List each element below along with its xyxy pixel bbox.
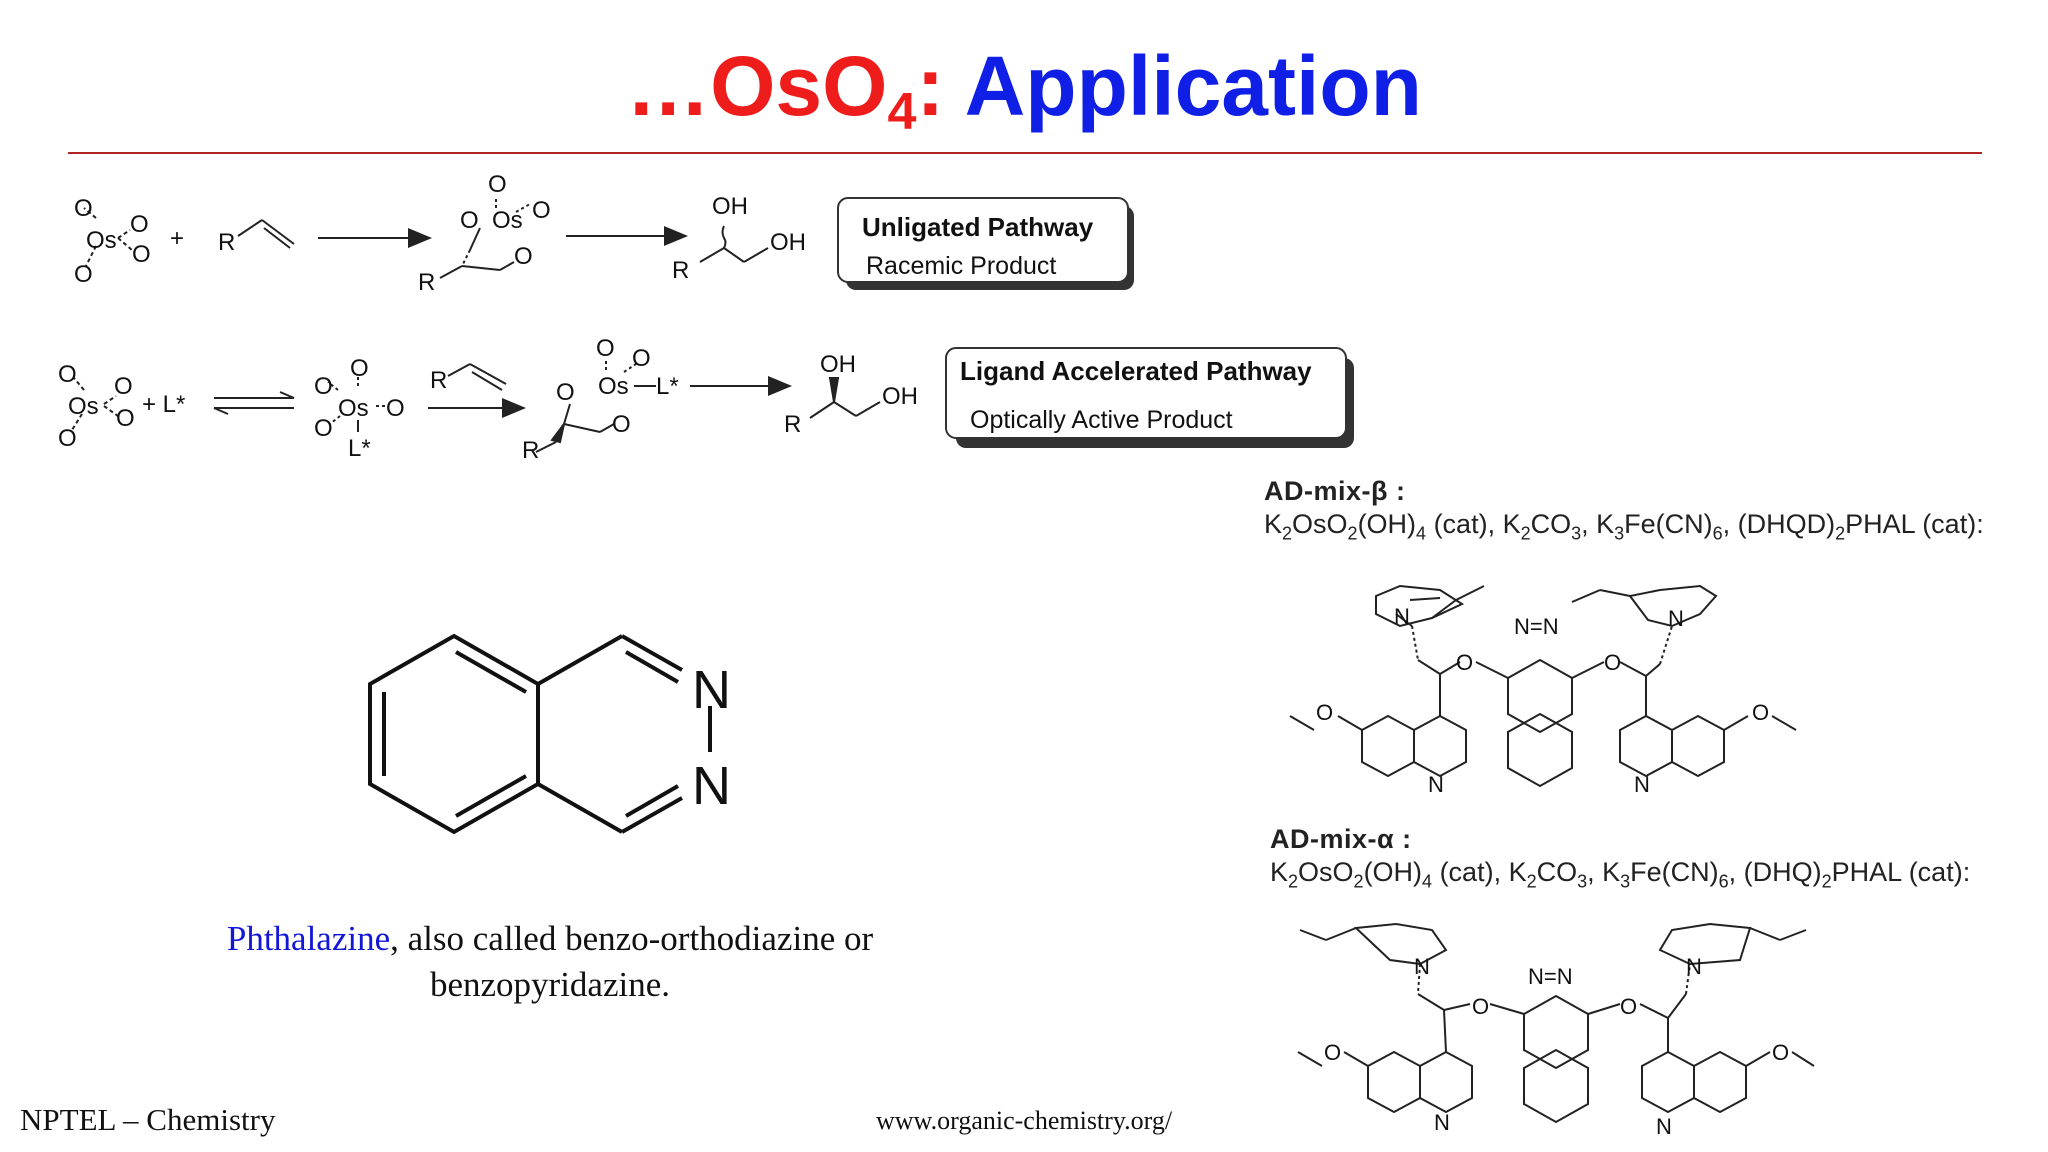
dhqd-phal-ligand (1289, 584, 1797, 788)
title-application: Application (964, 39, 1422, 133)
oxo-label: O (116, 405, 135, 432)
ligand-accelerated-box: Ligand Accelerated Pathway Optically Act… (945, 347, 1354, 448)
alkene-r-label: R (218, 229, 235, 256)
osmium-label: Os (68, 393, 99, 420)
oxo-label: O (350, 355, 369, 382)
osmium-label: Os (492, 207, 523, 234)
caption-line1: , also called benzo-orthodiazine or (390, 919, 874, 958)
ligand-label: L* (348, 435, 371, 462)
oxygen-label: O (1604, 650, 1621, 675)
r-label: R (522, 437, 539, 464)
alkene-r-label: R (430, 367, 447, 394)
oxo-label: O (74, 195, 93, 222)
osmium-label: Os (598, 373, 629, 400)
ad-mix-beta-recipe: K2OsO2(OH)4 (cat), K2CO3, K3Fe(CN)6, (DH… (1264, 509, 1984, 544)
oxygen-label: O (1620, 994, 1637, 1019)
oxo-label: O (58, 425, 77, 452)
title-prefix: …OsO (626, 39, 888, 133)
plus-sign: + (170, 225, 184, 252)
oxygen-label: O (1472, 994, 1489, 1019)
osmium-ligand-complex (327, 374, 386, 432)
alkene-row2 (447, 363, 507, 391)
box-subtitle: Racemic Product (866, 252, 1056, 280)
title-rule (68, 152, 1982, 154)
title-subscript: 4 (887, 83, 917, 141)
oxo-label: O (58, 361, 77, 388)
nitrogen-label: N (1394, 604, 1410, 629)
row1-osmium-tetroxide (83, 207, 133, 267)
osmate-ligand-ester (535, 360, 792, 453)
footer-course: NPTEL – Chemistry (20, 1102, 276, 1137)
slide-title: …OsO4: Application (0, 44, 2048, 138)
r-label: R (418, 269, 435, 296)
nitrogen-label: N (692, 756, 731, 816)
ad-mix-alpha-block: AD-mix-α : K2OsO2(OH)4 (cat), K2CO3, K3F… (1270, 824, 1970, 892)
phthalazine-term: Phthalazine (226, 919, 391, 958)
ligand-label: L* (656, 373, 679, 400)
oxo-label: O (314, 415, 333, 442)
osmium-label: Os (338, 395, 369, 422)
oxygen-label: O (1752, 700, 1769, 725)
box-subtitle: Optically Active Product (970, 406, 1233, 434)
dhq-phal-ligand (1297, 922, 1815, 1124)
ad-mix-alpha-name: AD-mix-α : (1270, 824, 1412, 854)
oh-label: OH (820, 351, 856, 378)
footer-source-url: www.organic-chemistry.org/ (876, 1106, 1173, 1135)
nitrogen-label: N (1414, 954, 1430, 979)
nitrogen-label: N (692, 660, 731, 720)
ad-mix-alpha-recipe: K2OsO2(OH)4 (cat), K2CO3, K3Fe(CN)6, (DH… (1270, 857, 1971, 892)
title-osmium-part: …OsO4: (626, 39, 945, 138)
oxo-label: O (386, 395, 405, 422)
nitrogen-label: N (1634, 772, 1650, 797)
oxo-label: O (460, 207, 479, 234)
title-colon: : (916, 39, 945, 133)
nitrogen-label: N (1686, 954, 1702, 979)
oxygen-label: O (1772, 1040, 1789, 1065)
oxo-label: O (132, 241, 151, 268)
nitrogen-label: N (1434, 1110, 1450, 1135)
alkene-row1 (237, 219, 295, 249)
osmium-label: Os (86, 227, 117, 254)
box-title: Unligated Pathway (862, 212, 1094, 242)
oxo-label: O (74, 261, 93, 288)
oxo-label: O (514, 243, 533, 270)
oxygen-label: O (1456, 650, 1473, 675)
oxo-label: O (488, 171, 507, 198)
nitrogen-label: N (1428, 772, 1444, 797)
plus-ligand: + L* (142, 391, 185, 418)
phthalazine-structure (368, 633, 712, 835)
azo-label: N=N (1514, 614, 1559, 639)
oh-label: OH (712, 193, 748, 220)
osmate-ester-row1 (439, 196, 531, 279)
unligated-pathway-box: Unligated Pathway Racemic Product (837, 197, 1134, 290)
oxo-label: O (612, 411, 631, 438)
nitrogen-label: N (1656, 1114, 1672, 1139)
oxygen-label: O (1324, 1040, 1341, 1065)
diol-row2 (809, 377, 881, 419)
nitrogen-label: N (1668, 606, 1684, 631)
caption-line2: benzopyridazine. (429, 965, 671, 1004)
ad-mix-beta-name: AD-mix-β : (1264, 476, 1406, 506)
diol-row1 (699, 225, 769, 263)
oh-label: OH (770, 229, 806, 256)
r-label: R (672, 257, 689, 284)
oxo-label: O (314, 373, 333, 400)
oxygen-label: O (1316, 700, 1333, 725)
oxo-label: O (556, 379, 575, 406)
phthalazine-caption: Phthalazine, also called benzo-orthodiaz… (110, 916, 990, 1008)
row2-osmium-tetroxide (71, 377, 119, 431)
azo-label: N=N (1528, 964, 1573, 989)
oxo-label: O (596, 335, 615, 362)
oh-label: OH (882, 383, 918, 410)
equilibrium-arrows (213, 391, 295, 415)
oxo-label: O (532, 197, 551, 224)
oxo-label: O (130, 211, 149, 238)
r-label: R (784, 411, 801, 438)
ad-mix-beta-block: AD-mix-β : K2OsO2(OH)4 (cat), K2CO3, K3F… (1264, 476, 1984, 544)
oxo-label: O (632, 345, 651, 372)
box-title: Ligand Accelerated Pathway (960, 356, 1312, 386)
oxo-label: O (114, 373, 133, 400)
